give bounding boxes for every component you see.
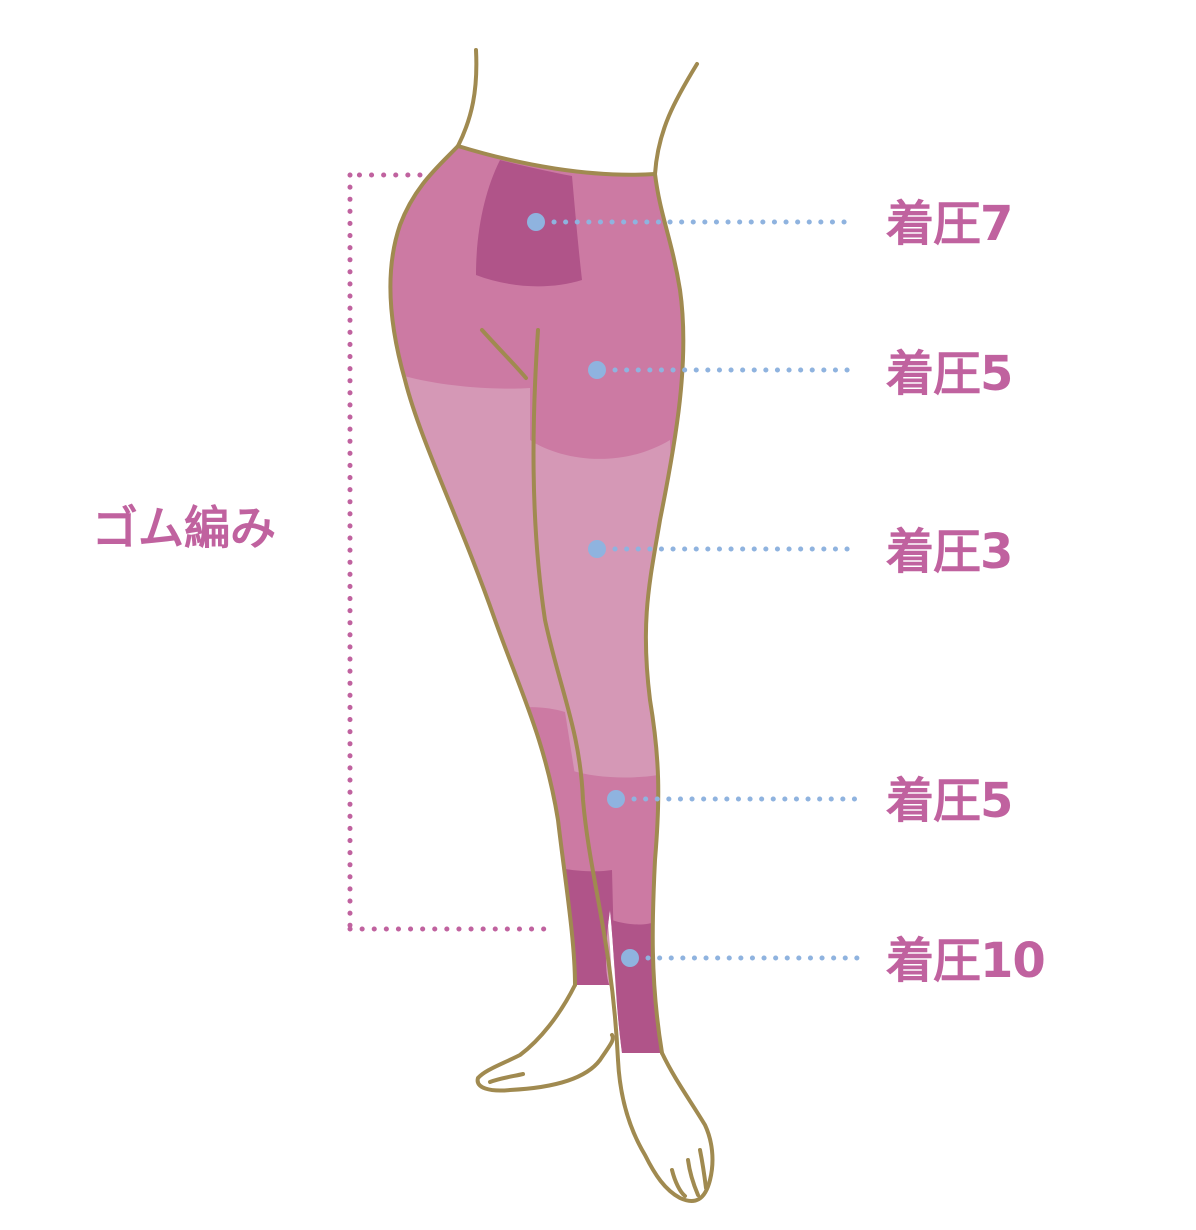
front-foot-outline [616, 1051, 715, 1203]
leader-calf [607, 790, 858, 808]
inner-leg-outline [531, 328, 620, 1062]
front-foot-toes [670, 1148, 708, 1198]
back-foot-toe [488, 1072, 525, 1084]
leader-hip [527, 213, 858, 231]
pressure-label-thigh-knee: 着圧3 [886, 524, 1013, 580]
right-silhouette [643, 172, 686, 1055]
pressure-label-upper-thigh: 着圧5 [886, 346, 1013, 402]
rib-knit-label: ゴム編み [92, 501, 276, 555]
leader-lines [527, 213, 861, 967]
pressure-label-ankle: 着圧10 [886, 933, 1046, 989]
rib-knit-bracket [347, 172, 548, 932]
leader-thigh-knee [588, 540, 851, 558]
leader-upper-thigh [588, 361, 851, 379]
torso-right-outline [653, 62, 699, 176]
waistband-outline [456, 144, 657, 177]
back-foot-outline [475, 983, 615, 1093]
leader-ankle [621, 949, 861, 967]
outlines [388, 48, 715, 1203]
torso-left-outline [456, 48, 479, 148]
crotch-crease [480, 328, 528, 380]
pressure-label-calf: 着圧5 [886, 773, 1013, 829]
pressure-label-hip: 着圧7 [886, 196, 1013, 252]
left-silhouette [388, 144, 577, 987]
